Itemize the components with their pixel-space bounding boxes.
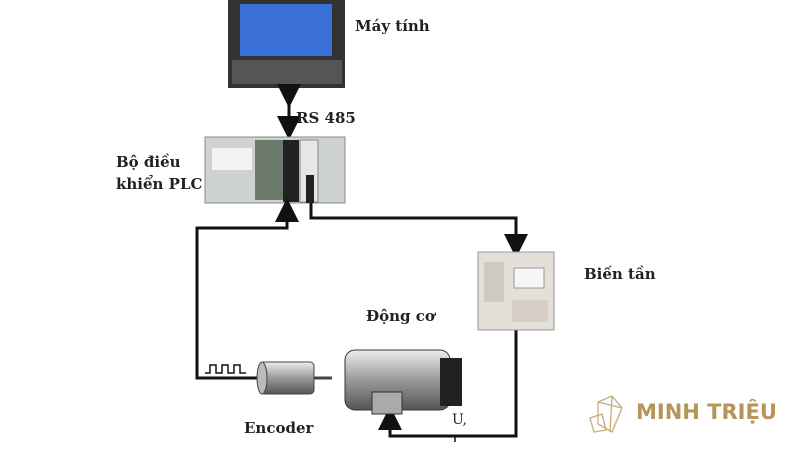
inverter-to-motor-wire bbox=[378, 330, 518, 438]
voltage-label: U, bbox=[452, 412, 467, 428]
encoder-icon bbox=[256, 361, 332, 395]
pulse-signal-icon bbox=[205, 364, 246, 374]
encoder-label: Encoder bbox=[244, 419, 314, 437]
minh-trieu-logo-icon bbox=[589, 395, 623, 433]
laptop-icon bbox=[228, 0, 345, 88]
inverter-icon bbox=[477, 251, 555, 331]
plc-label-line2: khiển PLC bbox=[116, 175, 203, 193]
rs485-label: RS 485 bbox=[296, 109, 356, 127]
brand-logo-text: MINH TRIỆU bbox=[636, 400, 777, 424]
encoder-feedback-wire bbox=[195, 198, 299, 380]
motor-icon bbox=[344, 349, 462, 415]
plc-label-line1: Bộ điều bbox=[116, 153, 181, 171]
motor-label: Động cơ bbox=[366, 307, 435, 325]
computer-label: Máy tính bbox=[355, 17, 430, 35]
plc-to-inverter-wire bbox=[309, 203, 528, 258]
plc-icon bbox=[204, 136, 346, 204]
inverter-label: Biến tần bbox=[584, 265, 656, 283]
